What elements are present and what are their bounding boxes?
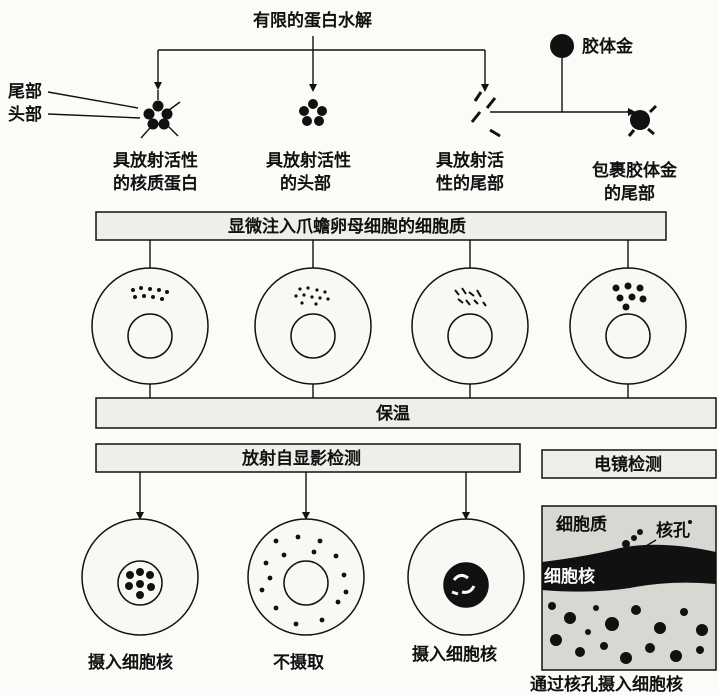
- col1-label-line2: 的核质蛋白: [113, 173, 198, 194]
- result-label-4: 通过核孔摄入细胞核: [530, 674, 683, 695]
- col3-label-line2: 性的尾部: [436, 173, 504, 194]
- col4-label-line2: 的尾部: [604, 183, 655, 204]
- em-micrograph: 细胞质 核孔 细胞核: [541, 505, 717, 671]
- inject-arrows: [146, 240, 632, 278]
- result-label-2: 不摄取: [273, 652, 324, 673]
- label-injection: 显微注入爪蟾卵母细胞的细胞质: [228, 216, 466, 237]
- result-label-1: 摄入细胞核: [88, 652, 173, 673]
- em-pore-pointer: [635, 539, 657, 553]
- oocyte-4: [569, 267, 687, 385]
- cell-connectors: [149, 384, 629, 398]
- em-label-cytoplasm: 细胞质: [556, 514, 607, 535]
- result-cell-3: [407, 518, 525, 636]
- col1-label-line1: 具放射活性: [112, 150, 198, 171]
- em-bar: [541, 449, 717, 479]
- incubation-bar: [95, 397, 717, 429]
- gold-arrow: [490, 58, 636, 116]
- label-colloidal-gold: 胶体金: [582, 36, 634, 57]
- result-arrows: [136, 472, 470, 520]
- gold-coated-tail-icon: [627, 104, 658, 137]
- tails-icon: [470, 91, 501, 138]
- title-limited-proteolysis: 有限的蛋白水解: [253, 10, 372, 31]
- label-autoradiography: 放射自显影检测: [241, 448, 361, 469]
- result-cell-1: [81, 518, 199, 636]
- label-tail: 尾部: [8, 81, 42, 102]
- tail-pointer-line: [47, 91, 139, 109]
- col2-label-line1: 具放射活性: [265, 150, 351, 171]
- em-label-nuclear-pore: 核孔: [656, 520, 690, 541]
- label-head: 头部: [8, 104, 42, 125]
- oocyte-3: [411, 267, 529, 385]
- col4-label-line1: 包裹胶体金: [592, 160, 678, 181]
- branch-lines: [154, 36, 489, 92]
- nucleoplasmin-pentamer-icon: [140, 90, 181, 139]
- oocyte-1: [91, 267, 209, 385]
- injection-bar: [95, 211, 667, 241]
- col2-label-line2: 的头部: [280, 173, 331, 194]
- label-incubation: 保温: [375, 403, 410, 424]
- colloidal-gold-icon: [550, 34, 574, 58]
- head-pointer-line: [47, 113, 141, 119]
- col3-label-line1: 具放射活: [435, 150, 504, 171]
- result-label-3: 摄入细胞核: [412, 644, 497, 665]
- autoradiography-bar: [95, 443, 521, 473]
- result-cell-2: [247, 518, 365, 636]
- em-label-nucleus: 细胞核: [544, 566, 595, 587]
- heads-pentamer-icon: [299, 99, 327, 126]
- label-em: 电镜检测: [594, 454, 662, 475]
- oocyte-2: [254, 267, 372, 385]
